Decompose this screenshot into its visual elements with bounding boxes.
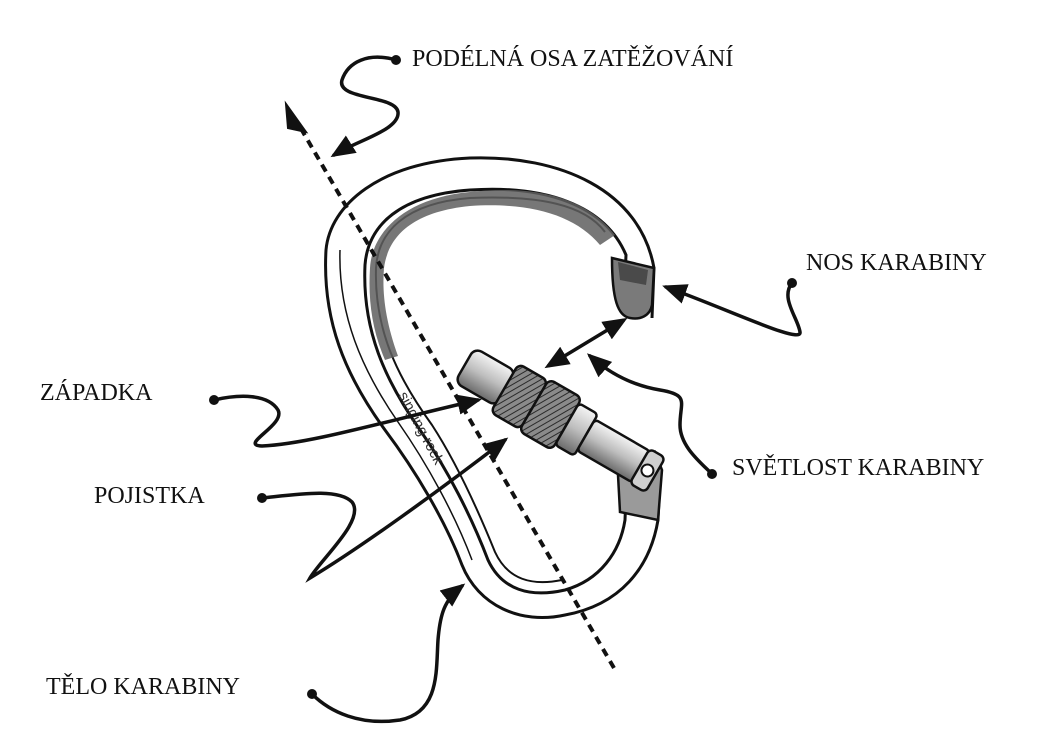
leader-lock	[260, 437, 509, 583]
nose-highlight	[618, 262, 648, 285]
leader-lines	[209, 55, 802, 724]
gate-rivet	[640, 463, 655, 478]
label-nose: NOS KARABINY	[806, 250, 987, 276]
label-body: TĚLO KARABINY	[46, 674, 240, 700]
body-inner-outline	[363, 187, 628, 595]
label-gate: ZÁPADKA	[40, 380, 153, 406]
leader-load-axis-dot	[391, 55, 401, 65]
leader-nose-dot	[787, 278, 797, 288]
leader-body-dot	[307, 689, 317, 699]
load-axis-arrowhead	[284, 100, 309, 134]
leader-gate-opening	[586, 353, 714, 476]
leader-lock-dot	[257, 493, 267, 503]
label-lock: POJISTKA	[94, 483, 205, 509]
body-inner-shading	[369, 189, 615, 360]
body-rim-line	[339, 249, 473, 561]
leader-gate-dot	[209, 395, 219, 405]
leader-gate-opening-dot	[707, 469, 717, 479]
carabiner-nose	[610, 256, 656, 320]
labels: PODÉLNÁ OSA ZATĚŽOVÁNÍ NOS KARABINY ZÁPA…	[40, 46, 987, 700]
leader-nose	[662, 281, 802, 337]
leader-gate	[212, 394, 482, 448]
leader-body	[310, 583, 466, 724]
carabiner-gate	[456, 349, 665, 492]
leader-load-axis	[330, 55, 400, 158]
body-outer-outline	[324, 156, 662, 620]
label-gate-opening: SVĚTLOST KARABINY	[732, 455, 984, 481]
load-axis-line	[294, 118, 616, 670]
label-load-axis: PODÉLNÁ OSA ZATĚŽOVÁNÍ	[412, 46, 733, 72]
gate-opening-arrow	[544, 317, 628, 369]
